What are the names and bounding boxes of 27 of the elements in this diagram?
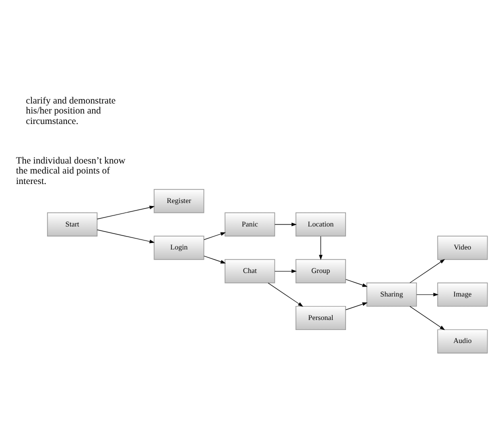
node-box: Panic [224, 212, 276, 237]
node-box: Login [154, 236, 204, 260]
arrow [345, 302, 368, 310]
node-box: Register [154, 189, 204, 214]
arrow [96, 230, 155, 244]
node-box: Image [437, 282, 488, 307]
arrow [96, 206, 155, 220]
arrow [204, 232, 226, 240]
label: The individual doesn’t know the medical aid points of interest. [16, 156, 126, 187]
arrow [274, 269, 297, 274]
arrow [204, 256, 226, 264]
arrow [318, 236, 323, 260]
node-box: Group [296, 259, 346, 284]
node-box: Chat [224, 259, 276, 284]
arrow [410, 306, 446, 330]
arrow [410, 259, 446, 284]
arrow [274, 222, 297, 226]
node-box: Video [437, 236, 488, 260]
node-box: Personal [296, 306, 346, 330]
node-box: Location [296, 212, 346, 237]
label: clarify and demonstrate his/her position and circumstance. [26, 96, 116, 127]
node-box: Start [47, 212, 98, 237]
arrow [268, 282, 304, 307]
node-box: Audio [437, 329, 488, 354]
arrow [345, 279, 368, 287]
node-box: Sharing [366, 282, 417, 307]
arrow [416, 292, 439, 296]
